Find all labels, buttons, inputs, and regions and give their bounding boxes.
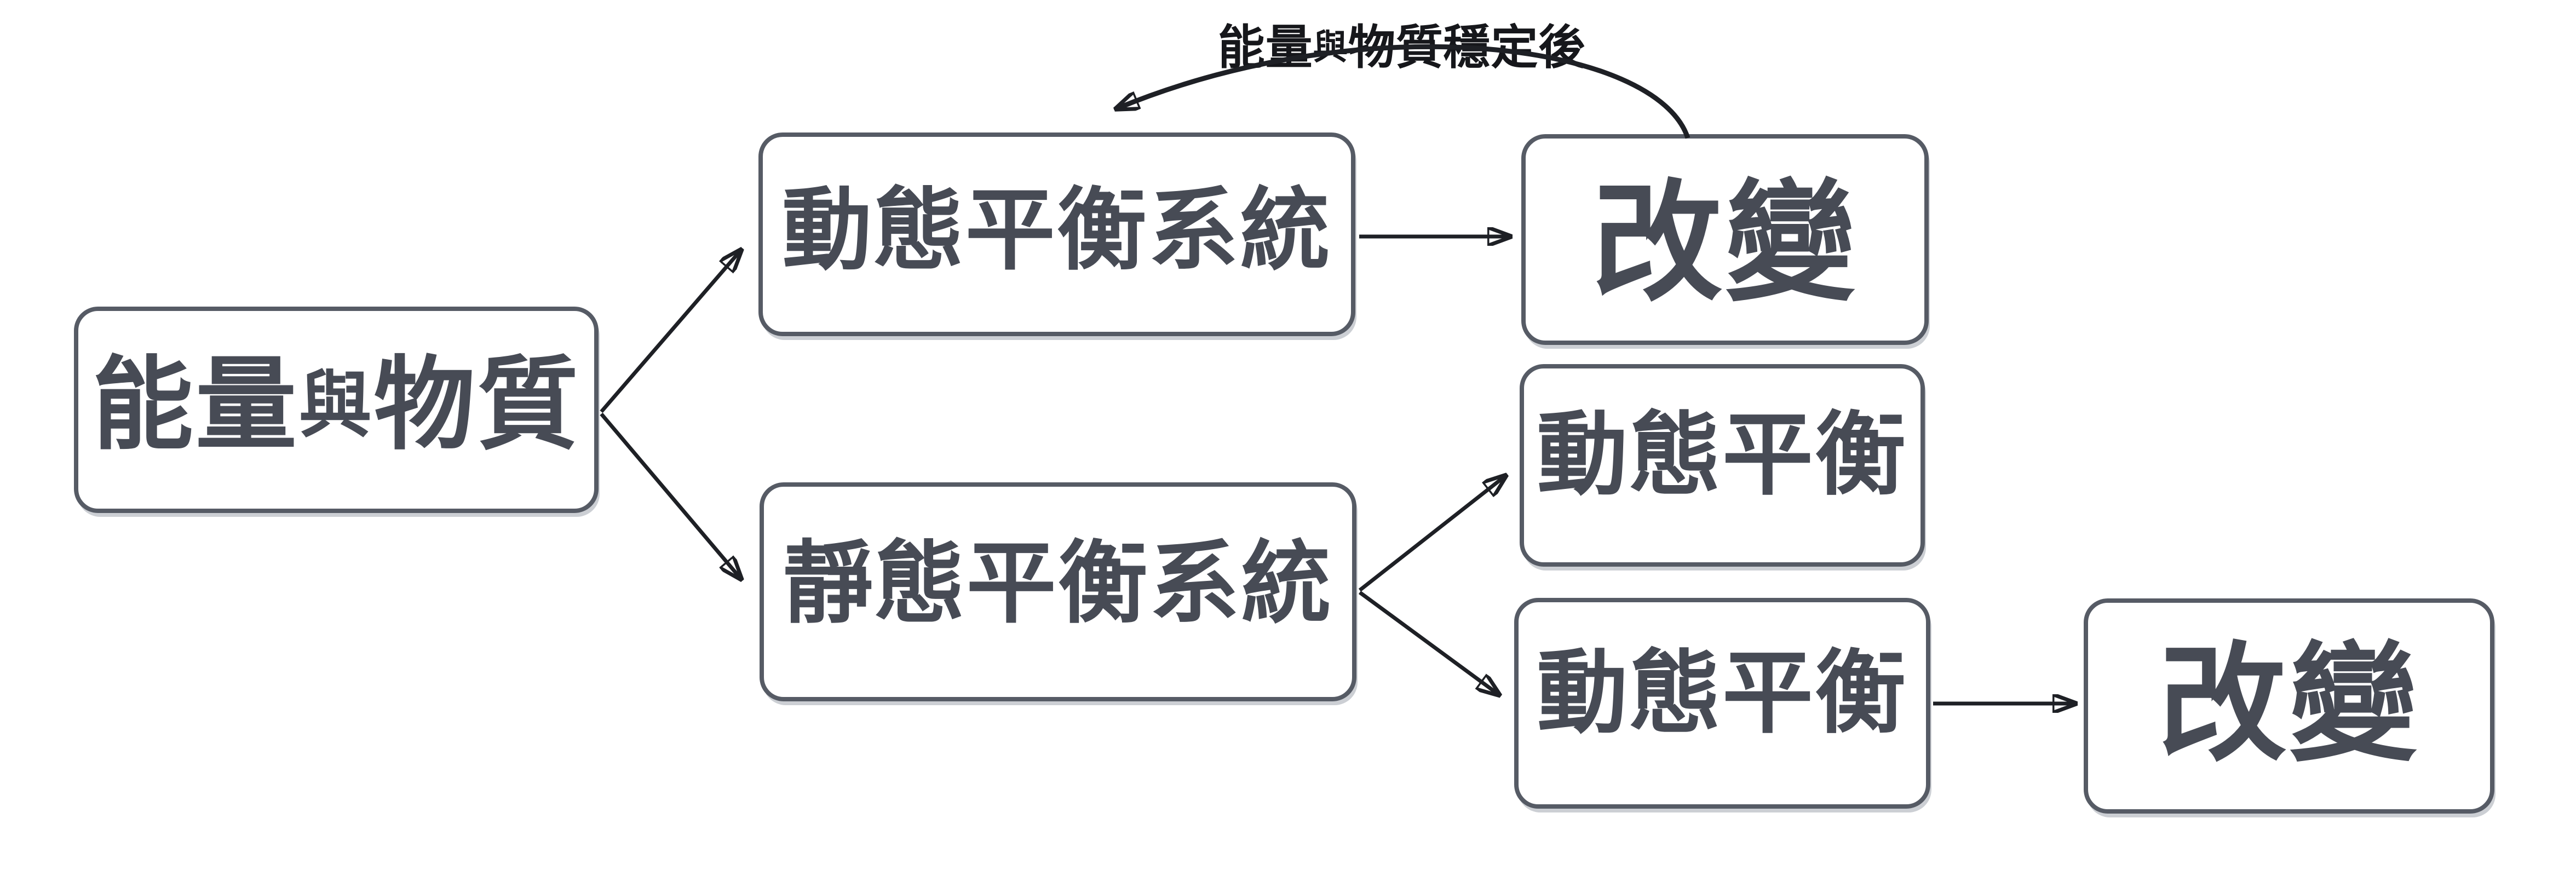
loop-label-big2: 物質穩定後 xyxy=(1348,21,1586,74)
node-dynamic-system-text: 動態平衡系統 xyxy=(782,180,1332,280)
node-energy-text-small: 與 xyxy=(298,364,374,446)
node-dynamic-equilibrium-upper: 動態平衡 xyxy=(1520,364,1925,567)
node-change-right-text: 改變 xyxy=(2158,632,2420,776)
arrow-static-to-dynamic-upper xyxy=(1358,476,1505,592)
arrow-energy-to-static-system xyxy=(600,412,740,578)
node-dynamic-equilibrium-lower: 動態平衡 xyxy=(1514,598,1930,809)
arrow-energy-to-dynamic-system xyxy=(600,251,740,413)
node-energy-text-big2: 物質 xyxy=(373,349,580,462)
node-energy-text-big1: 能量 xyxy=(92,349,299,462)
loop-arrow-label: 能量與物質穩定後 xyxy=(1166,14,1637,81)
node-static-equilibrium-system: 靜態平衡系統 xyxy=(760,482,1356,701)
node-energy-and-matter: 能量與物質 xyxy=(74,307,599,513)
node-dynamic-equilibrium-system: 動態平衡系統 xyxy=(758,132,1355,336)
node-static-system-text: 靜態平衡系統 xyxy=(783,533,1333,633)
loop-label-big1: 能量 xyxy=(1217,21,1313,74)
node-dynamic-lower-text: 動態平衡 xyxy=(1537,642,1908,744)
node-change-top: 改變 xyxy=(1521,134,1929,345)
arrow-static-to-dynamic-lower xyxy=(1358,591,1498,694)
node-dynamic-upper-text: 動態平衡 xyxy=(1537,405,1908,506)
loop-label-small: 與 xyxy=(1313,28,1348,67)
node-change-top-text: 改變 xyxy=(1592,170,1858,316)
node-change-right: 改變 xyxy=(2084,598,2494,814)
